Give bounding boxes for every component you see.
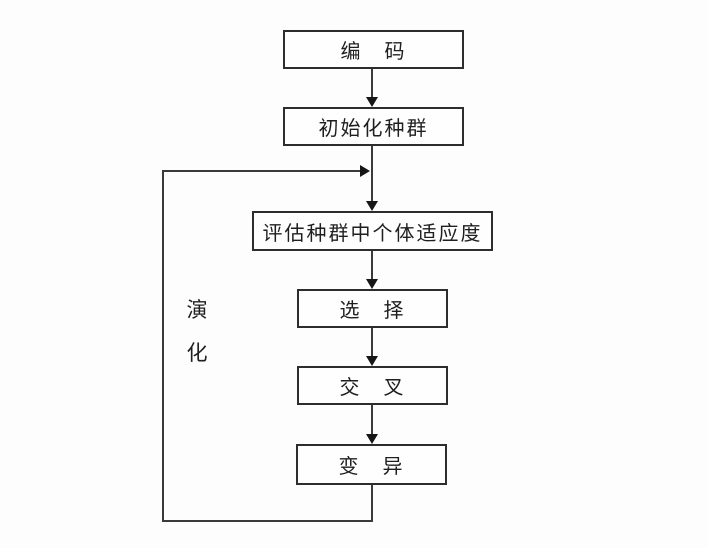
loop-label-line2: 化 bbox=[186, 342, 208, 365]
connector-select-crossover bbox=[371, 328, 373, 357]
arrowhead-right-icon bbox=[360, 165, 370, 177]
arrowhead-down-icon bbox=[366, 201, 378, 211]
node-init: 初始化种群 bbox=[283, 107, 464, 146]
connector-encode-init bbox=[371, 69, 373, 99]
loop-label: 演 化 bbox=[180, 289, 214, 375]
node-crossover: 交 叉 bbox=[297, 366, 448, 405]
connector-init-evaluate bbox=[371, 146, 373, 202]
node-evaluate: 评估种群中个体适应度 bbox=[252, 211, 493, 251]
arrowhead-down-icon bbox=[366, 434, 378, 444]
loop-label-line1: 演 bbox=[186, 299, 208, 322]
loop-line-bottom bbox=[162, 520, 373, 522]
loop-line-down bbox=[371, 485, 373, 522]
node-select: 选 择 bbox=[297, 289, 448, 328]
connector-evaluate-select bbox=[371, 251, 373, 280]
node-encode: 编 码 bbox=[283, 30, 464, 69]
arrowhead-down-icon bbox=[366, 279, 378, 289]
arrowhead-down-icon bbox=[366, 356, 378, 366]
node-mutate: 变 异 bbox=[296, 444, 447, 485]
connector-crossover-mutate bbox=[371, 405, 373, 435]
arrowhead-down-icon bbox=[366, 97, 378, 107]
loop-line-left bbox=[162, 171, 164, 522]
loop-line-top bbox=[162, 170, 361, 172]
